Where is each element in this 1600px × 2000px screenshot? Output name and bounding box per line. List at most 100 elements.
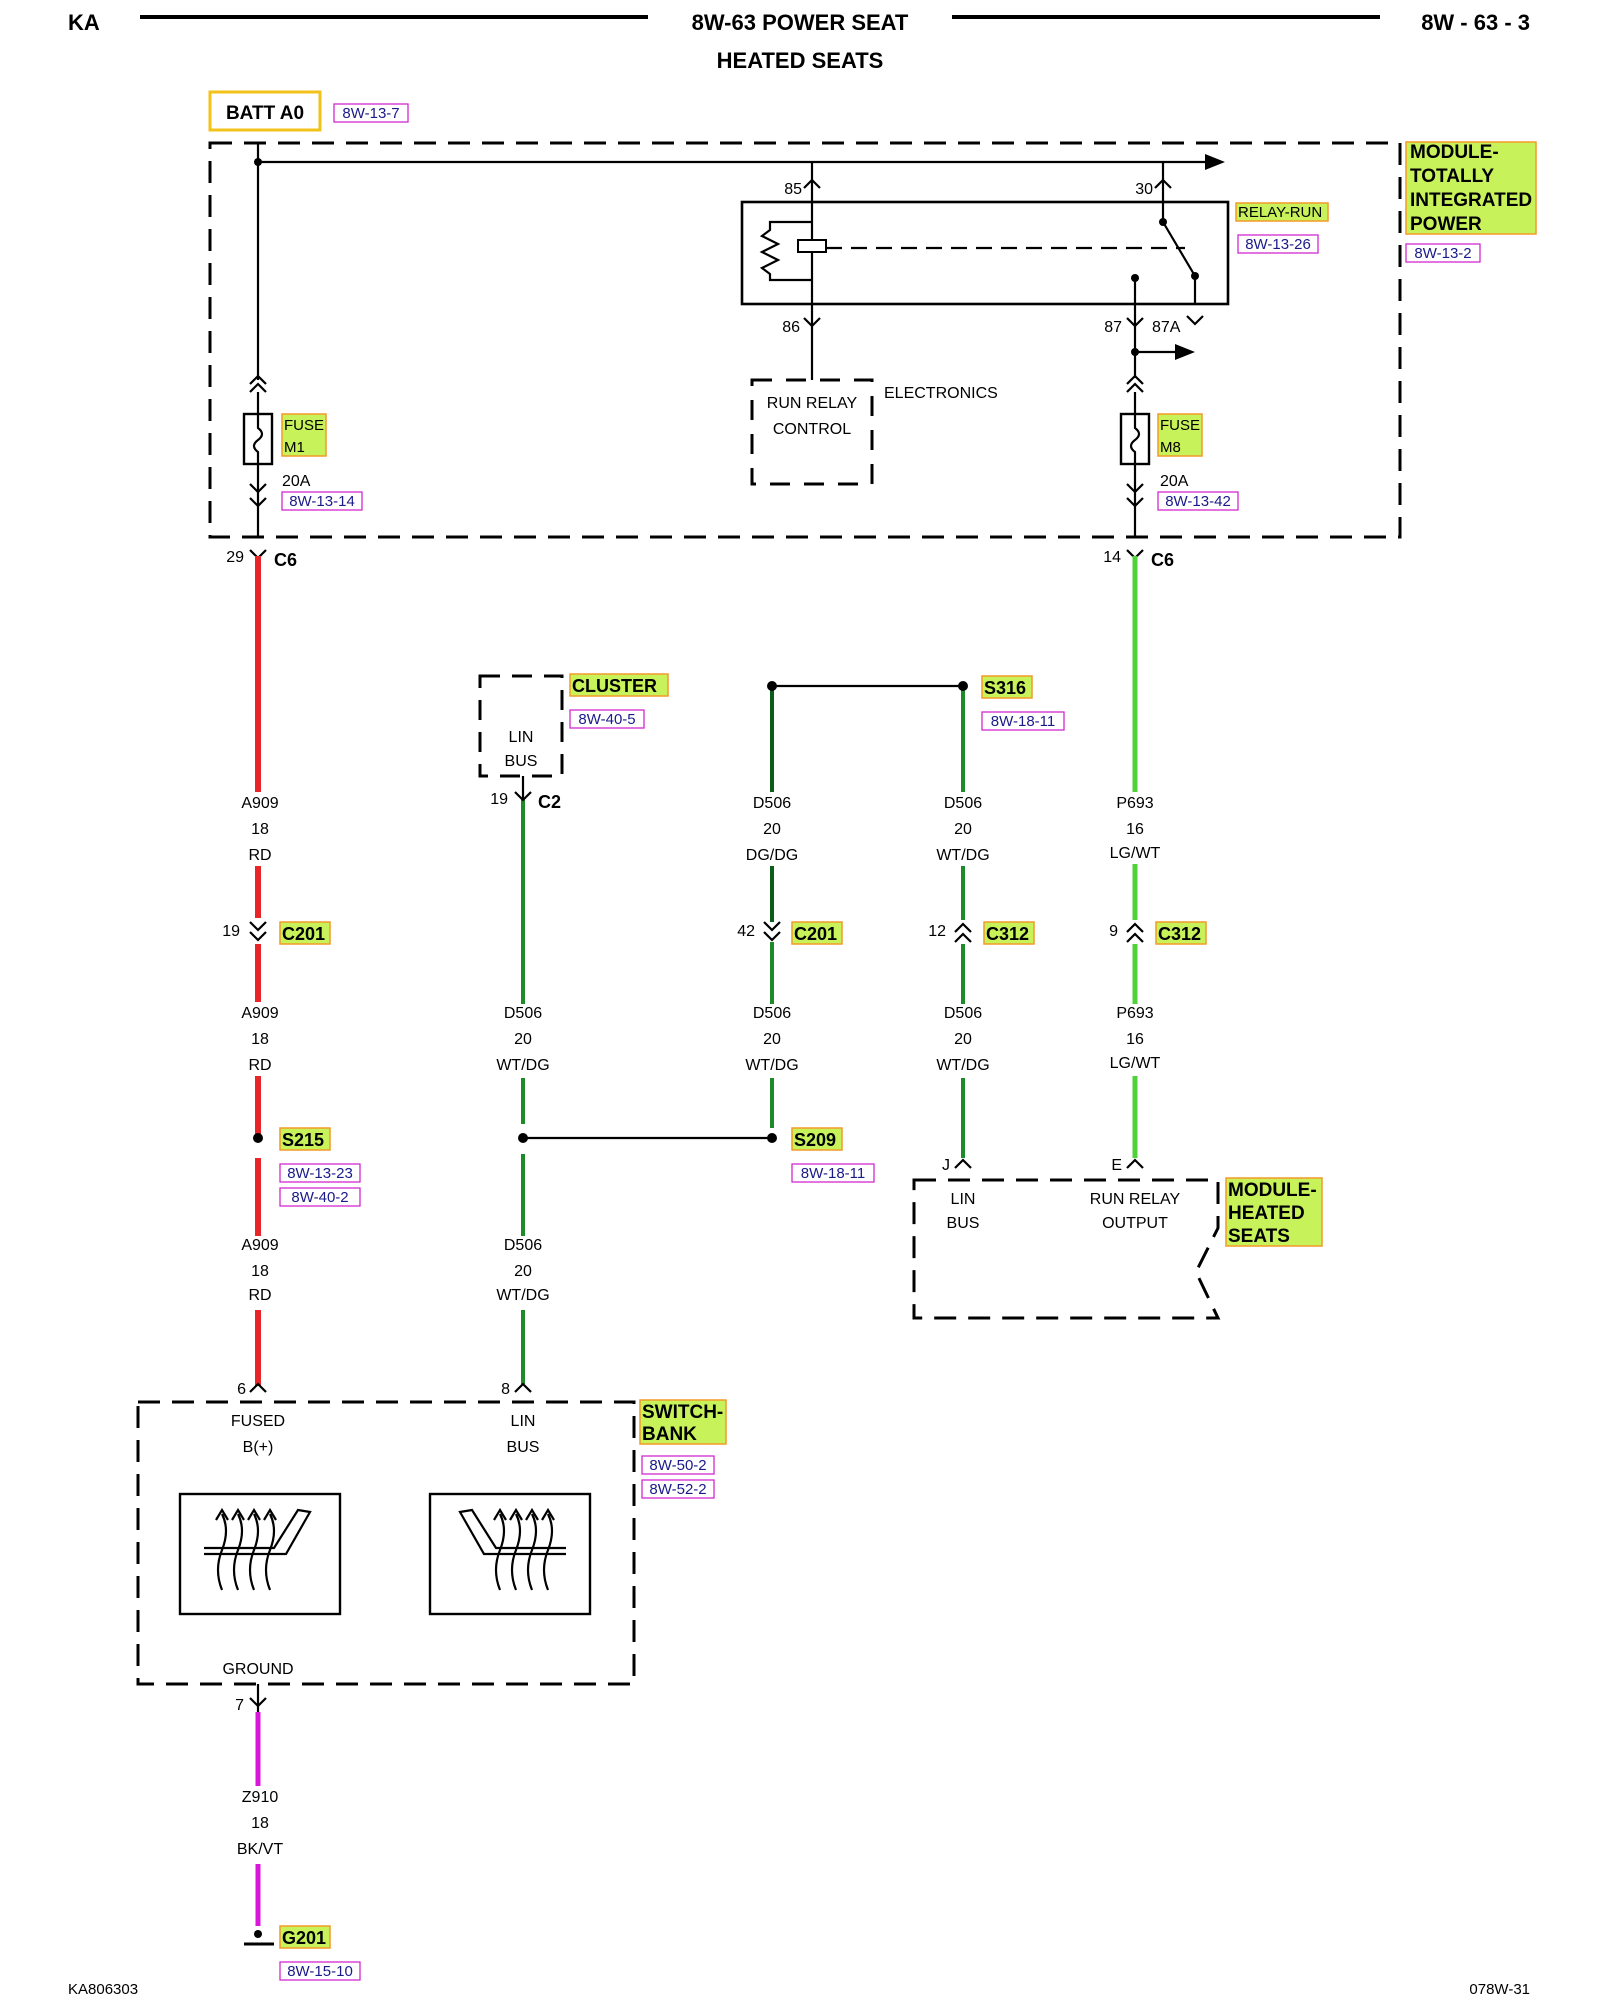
fuse-m1-ref[interactable]: 8W-13-14 xyxy=(289,493,355,510)
footer-left: KA806303 xyxy=(68,1981,138,1998)
c312-right-mark-1 xyxy=(1126,922,1144,933)
c312-left-name-box xyxy=(983,921,1035,945)
pin-87: 87 xyxy=(1104,319,1122,336)
switch-ground-label: GROUND xyxy=(222,1661,293,1678)
heated-lin-line-1: LIN xyxy=(951,1191,976,1208)
footer-right: 078W-31 xyxy=(1469,1981,1530,1998)
switch-ref-1[interactable]: 8W-50-2 xyxy=(649,1457,706,1474)
g201-ref-tag xyxy=(279,1961,361,1981)
c312-right-name: C312 xyxy=(1158,924,1201,944)
wire-d506-wtdg-5-color: WT/DG xyxy=(496,1287,549,1304)
cluster-c2-pin: 19 xyxy=(490,791,508,808)
wire-d506-wtdg-3-gauge: 20 xyxy=(763,1031,781,1048)
switch-pin-8-mark xyxy=(514,1382,532,1393)
s215-ref-2[interactable]: 8W-40-2 xyxy=(291,1189,348,1206)
heated-name-box xyxy=(1225,1177,1323,1247)
fuse-m8-bottom-chevron-1 xyxy=(1126,483,1144,494)
fuse-m1-top-chevron-2 xyxy=(249,382,267,393)
switch-lin-line-1: LIN xyxy=(511,1413,536,1430)
g201-name-box xyxy=(279,1925,331,1949)
c201-left-pin: 19 xyxy=(222,923,240,940)
s209-name-box xyxy=(791,1127,843,1151)
heated-pin-e-mark xyxy=(1126,1158,1144,1169)
tipm-name-box xyxy=(1405,141,1537,235)
wire-a909-3-gauge: 18 xyxy=(251,1263,269,1280)
relay-run-ref[interactable]: 8W-13-26 xyxy=(1245,236,1311,253)
passenger-seat-heat-icon xyxy=(494,1513,554,1591)
s209-name: S209 xyxy=(794,1130,836,1150)
tipm-ref[interactable]: 8W-13-2 xyxy=(1414,245,1471,262)
wire-a909-1-circuit: A909 xyxy=(241,795,278,812)
g201-ref[interactable]: 8W-15-10 xyxy=(287,1963,353,1980)
fuse-m8-ref[interactable]: 8W-13-42 xyxy=(1165,493,1231,510)
cluster-ref[interactable]: 8W-40-5 xyxy=(578,711,635,728)
fuse-m1-name-box xyxy=(281,413,327,457)
c312-left-mark-1 xyxy=(954,922,972,933)
header-right: 8W - 63 - 3 xyxy=(1421,10,1530,35)
driver-seat-heat-icon xyxy=(216,1513,276,1591)
c201-mid-name: C201 xyxy=(794,924,837,944)
cluster-name: CLUSTER xyxy=(572,676,657,696)
fuse-m1-element xyxy=(252,414,264,464)
wire-z910-circuit: Z910 xyxy=(242,1789,279,1806)
relay-run-ref-tag xyxy=(1237,234,1319,254)
c312-right-pin: 9 xyxy=(1109,923,1118,940)
switch-fused-line-1: FUSED xyxy=(231,1413,285,1430)
wire-z910-gauge: 18 xyxy=(251,1815,269,1832)
s209-ref[interactable]: 8W-18-11 xyxy=(801,1165,865,1182)
coil-core xyxy=(797,239,827,253)
batt-label: BATT A0 xyxy=(226,103,304,124)
switch-ref-tag-1 xyxy=(641,1455,715,1475)
heated-out-line-2: OUTPUT xyxy=(1102,1215,1168,1232)
driver-heated-seat-switch[interactable] xyxy=(178,1492,342,1616)
pin-85-mark xyxy=(803,178,821,189)
g201-name: G201 xyxy=(282,1928,326,1948)
s209-dot-left xyxy=(518,1133,528,1143)
c312-right-mark-2 xyxy=(1126,932,1144,943)
wire-p693-1-circuit: P693 xyxy=(1116,795,1153,812)
cluster-lin-line-1: LIN xyxy=(509,729,534,746)
switch-pin-6: 6 xyxy=(237,1381,246,1398)
wire-p693-2-color: LG/WT xyxy=(1110,1055,1161,1072)
s209-dot-right xyxy=(767,1133,777,1143)
cluster-box xyxy=(478,674,564,778)
fuse-m1-name-line-2: M1 xyxy=(284,439,305,456)
wire-d506-wtdg-4-color: WT/DG xyxy=(936,1057,989,1074)
wire-d506-wtdg-3-circuit: D506 xyxy=(753,1005,791,1022)
tipm-module-outline xyxy=(208,141,1402,539)
batt-ref[interactable]: 8W-13-7 xyxy=(342,105,399,122)
cluster-ref-tag xyxy=(569,709,645,729)
fuse-m8-ref-tag xyxy=(1157,491,1239,511)
heated-module-outline xyxy=(912,1178,1221,1320)
wire-d506-wtdg-2-gauge: 20 xyxy=(514,1031,532,1048)
heated-pin-j-mark xyxy=(954,1158,972,1169)
batt-ref-tag xyxy=(333,103,409,123)
page-subtitle: HEATED SEATS xyxy=(717,48,884,73)
relay-run-box xyxy=(740,200,1230,306)
switch-ref-2[interactable]: 8W-52-2 xyxy=(649,1481,706,1498)
switch-lin-line-2: BUS xyxy=(507,1439,540,1456)
tipm-name-line-2: TOTALLY xyxy=(1410,166,1494,187)
wire-a909-2-gauge: 18 xyxy=(251,1031,269,1048)
fuse-m1-name-line-1: FUSE xyxy=(284,417,324,434)
fuse-m8-name-line-1: FUSE xyxy=(1160,417,1200,434)
wire-p693-1-gauge: 16 xyxy=(1126,821,1144,838)
wire-d506-wtdg-4-gauge: 20 xyxy=(954,1031,972,1048)
pin-30-mark xyxy=(1154,178,1172,189)
fuse-m1-amps: 20A xyxy=(282,473,311,490)
s316-ref[interactable]: 8W-18-11 xyxy=(991,713,1055,730)
heated-out-line-1: RUN RELAY xyxy=(1090,1191,1181,1208)
wire-z910-color: BK/VT xyxy=(237,1841,283,1858)
wire-a909-2-circuit: A909 xyxy=(241,1005,278,1022)
switch-bank-outline xyxy=(136,1400,636,1686)
electronics-label: ELECTRONICS xyxy=(884,385,998,402)
passenger-heated-seat-switch[interactable] xyxy=(428,1492,592,1616)
pin-87a-mark xyxy=(1186,315,1204,326)
c312-right-name-box xyxy=(1155,921,1207,945)
switch-name-box xyxy=(639,1399,727,1445)
wire-d506-wtdg-5-gauge: 20 xyxy=(514,1263,532,1280)
pin-86-mark xyxy=(803,317,821,328)
relay-run-name-box xyxy=(1235,202,1329,222)
s215-ref-1[interactable]: 8W-13-23 xyxy=(287,1165,353,1182)
